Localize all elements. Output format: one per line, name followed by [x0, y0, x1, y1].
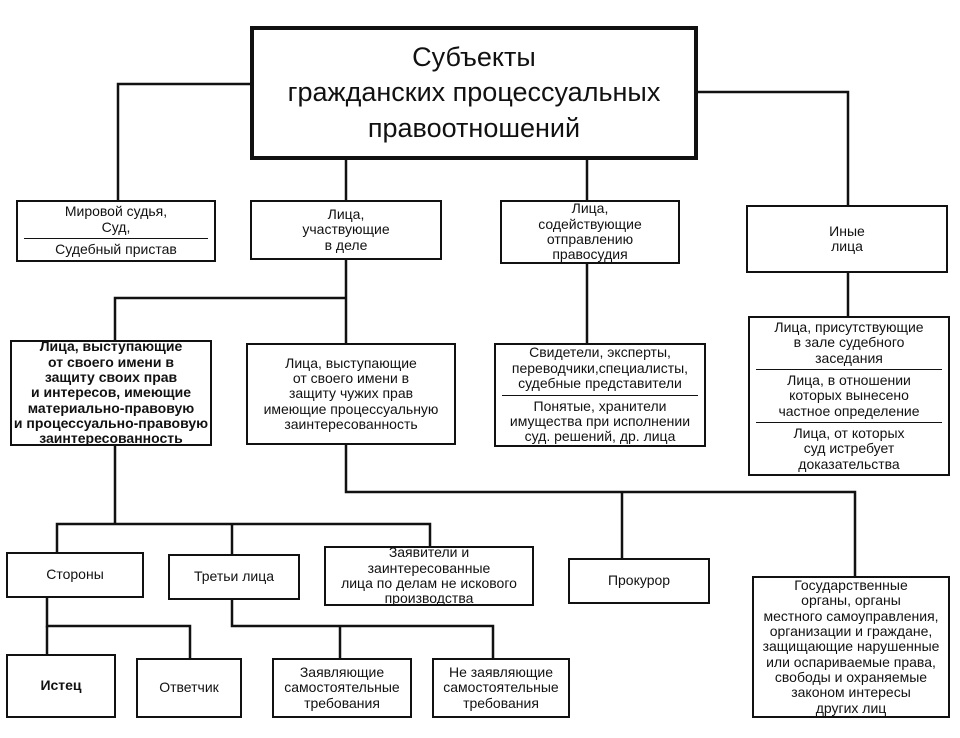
defendant-box: Ответчик [136, 658, 242, 718]
own-line2: от своего имени в [48, 353, 174, 370]
root-title-line2: гражданских процессуальных [287, 77, 661, 108]
court-line1: Мировой судья, [64, 203, 168, 220]
connector-participants-own [113, 296, 346, 342]
other-persons-part1-line3: заседания [815, 349, 883, 366]
witnesses-part2-line3: суд. решений, др. лица [524, 428, 676, 445]
witnesses-part2-line1: Понятые, хранители [533, 397, 667, 414]
assisting-line3: отправлению [546, 231, 634, 247]
not-claiming-line1: Не заявляющие [448, 663, 554, 680]
not-claiming-line2: самостоятельные [443, 679, 559, 696]
own-line4: и интересов, имеющие [31, 384, 191, 401]
parties-label: Стороны [46, 566, 104, 583]
own-line7: заинтересованность [39, 430, 183, 447]
other-persons-part3-line3: доказательства [798, 455, 900, 472]
not-claiming-line3: требования [463, 694, 539, 711]
assisting-line1: Лица, [571, 200, 609, 217]
state-line6: или оспариваемые права, [766, 653, 936, 670]
other-persons-part3-line1: Лица, от которых [793, 425, 905, 442]
state-line9: других лиц [815, 699, 887, 716]
prosecutor-label: Прокурор [607, 572, 671, 589]
claiming-line2: самостоятельные [284, 679, 400, 696]
witnesses-divider [502, 394, 698, 396]
other-persons-part1-line1: Лица, присутствующие [774, 318, 924, 335]
others-interest-box: Лица, выступающие от своего имени в защи… [246, 343, 456, 445]
claiming-line3: требования [304, 694, 380, 711]
other-line1: Иные [829, 222, 865, 239]
participants-line3: в деле [324, 236, 368, 253]
defendant-label: Ответчик [159, 679, 219, 696]
state-line2: органы, органы [801, 592, 901, 609]
others-line1: Лица, выступающие [285, 354, 417, 371]
others-line5: заинтересованность [284, 416, 418, 433]
applicants-line1: Заявители и [388, 544, 470, 561]
other-persons-part2-line2: которых вынесено [789, 387, 909, 404]
court-divider [24, 238, 208, 240]
other-box: Иные лица [746, 205, 948, 273]
other-persons-divider-2 [756, 422, 942, 424]
connector-parties-down [45, 597, 192, 660]
others-line4: имеющие процессуальную [263, 400, 439, 417]
assisting-line2: содействующие [538, 215, 642, 232]
other-line2: лица [831, 238, 863, 254]
other-persons-box: Лица, присутствующие в зале судебного за… [748, 316, 950, 476]
root-title-line3: правоотношений [367, 112, 581, 143]
participants-box: Лица, участвующие в деле [250, 200, 442, 260]
others-line2: от своего имени в [292, 369, 410, 386]
connector-others-branch [344, 445, 857, 578]
own-line3: защиту своих прав [44, 368, 178, 385]
witnesses-part1-line2: переводчики,специалисты, [511, 359, 689, 376]
other-persons-divider-1 [756, 368, 942, 370]
connector-third-down [230, 600, 495, 660]
state-line3: местного самоуправления, [763, 607, 939, 624]
own-interest-box: Лица, выступающие от своего имени в защи… [10, 338, 212, 447]
others-line3: защиту чужих прав [288, 385, 414, 402]
other-persons-part2-line3: частное определение [778, 402, 920, 419]
own-line5: материально-правовую [27, 399, 195, 416]
other-persons-part3-line2: суд истребует [803, 440, 895, 457]
participants-line1: Лица, [327, 205, 365, 222]
claiming-box: Заявляющие самостоятельные требования [272, 658, 412, 718]
applicants-box: Заявители и заинтересованные лица по дел… [324, 544, 534, 607]
claiming-line1: Заявляющие [299, 663, 385, 680]
witnesses-part2-line2: имущества при исполнении [509, 412, 691, 429]
assisting-line4: правосудия [552, 246, 628, 263]
plaintiff-label: Истец [40, 677, 82, 694]
prosecutor-box: Прокурор [568, 558, 710, 604]
connector-own-branch [55, 522, 432, 552]
state-bodies-box: Государственные органы, органы местного … [752, 576, 950, 718]
state-line7: свободы и охраняемые [774, 669, 928, 686]
witnesses-box: Свидетели, эксперты, переводчики,специал… [494, 343, 706, 447]
witnesses-part1-line1: Свидетели, эксперты, [529, 344, 671, 361]
other-persons-part1-line2: в зале судебного [793, 334, 905, 351]
connector-root-other [698, 90, 850, 207]
own-line6: и процессуально-правовую [13, 415, 209, 432]
root-box: Субъекты гражданских процессуальных прав… [250, 26, 698, 160]
court-box: Мировой судья, Суд, Судебный пристав [16, 200, 216, 262]
other-persons-part2-line1: Лица, в отношении [787, 371, 911, 388]
court-line3: Судебный пристав [55, 241, 177, 258]
applicants-line2: заинтересованные [367, 559, 491, 576]
third-parties-box: Третьи лица [168, 554, 300, 600]
state-line4: организации и граждане, [769, 622, 933, 639]
assisting-box: Лица, содействующие отправлению правосуд… [500, 200, 680, 264]
applicants-line4: производства [384, 590, 474, 607]
not-claiming-box: Не заявляющие самостоятельные требования [432, 658, 570, 718]
state-line1: Государственные [794, 576, 908, 593]
state-line5: защищающие нарушенные [762, 638, 940, 655]
applicants-line3: лица по делам не искового [341, 575, 517, 591]
state-line8: законом интересы [791, 684, 911, 701]
own-line1: Лица, выступающие [39, 338, 183, 355]
third-parties-label: Третьи лица [193, 568, 275, 585]
root-title-line1: Субъекты [412, 42, 536, 73]
witnesses-part1-line3: судебные представители [518, 375, 682, 392]
connector-root-court [116, 82, 250, 202]
participants-line2: участвующие [302, 221, 390, 238]
court-line2: Суд, [101, 218, 131, 235]
plaintiff-box: Истец [6, 654, 116, 718]
parties-box: Стороны [6, 552, 144, 598]
